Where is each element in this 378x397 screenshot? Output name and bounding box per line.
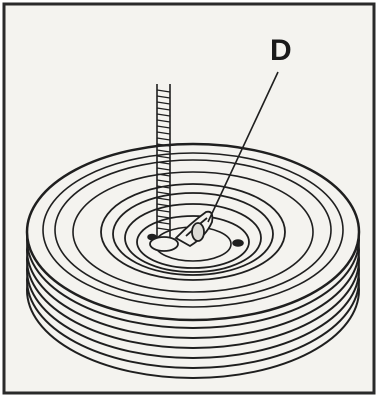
callout-label-d: D bbox=[270, 34, 292, 67]
